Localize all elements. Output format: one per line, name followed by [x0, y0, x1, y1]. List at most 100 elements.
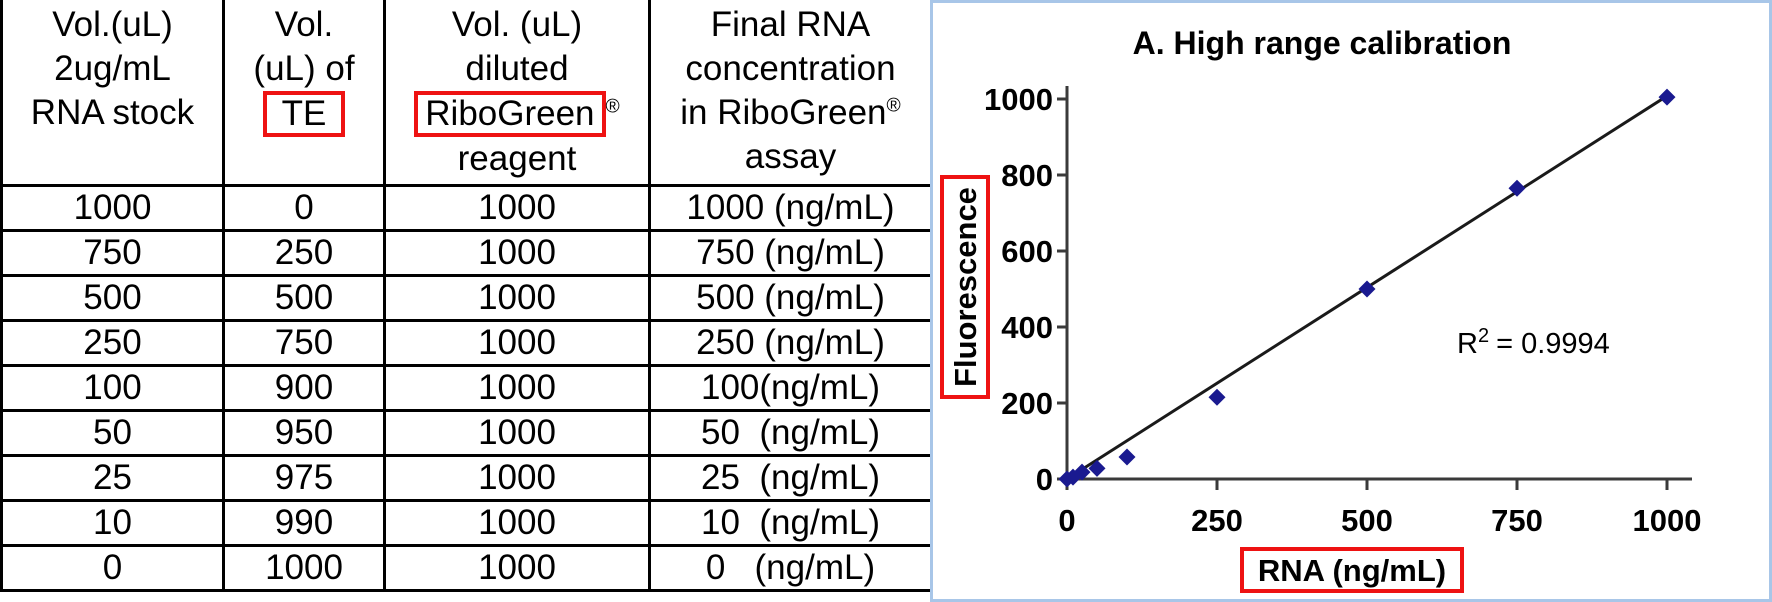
y-tick-label: 1000 [984, 82, 1053, 117]
table-cell: 10 (ng/mL) [648, 499, 933, 547]
x-tick-label: 1000 [1633, 503, 1702, 538]
data-point [1118, 448, 1136, 466]
table-cell: 25 (ng/mL) [648, 454, 933, 502]
header-line: reagent [457, 138, 577, 178]
header-line: RiboGreen® [386, 91, 648, 137]
table-cell: 100(ng/mL) [648, 364, 933, 412]
table-cell: 750 [222, 319, 386, 367]
table-cell: 1000 [222, 544, 386, 592]
header-line: concentration [685, 49, 896, 88]
table-header-row: Vol.(uL) 2ug/mL RNA stock Vol. (uL) of T… [0, 0, 933, 187]
te-highlight-box: TE [262, 91, 346, 137]
header-line: Vol.(uL) [52, 5, 173, 44]
data-point [1508, 179, 1526, 197]
table-cell: 1000 [383, 184, 651, 232]
header-te: Vol. (uL) of TE [222, 0, 386, 187]
table-cell: 1000 (ng/mL) [648, 184, 933, 232]
table-cell: 1000 [383, 544, 651, 592]
header-final-concentration: Final RNA concentration in RiboGreen® as… [648, 0, 933, 187]
x-tick-label: 750 [1491, 503, 1543, 538]
table-cell: 250 [222, 229, 386, 277]
header-line: Final RNA [710, 5, 871, 44]
dilution-table: Vol.(uL) 2ug/mL RNA stock Vol. (uL) of T… [0, 0, 933, 592]
table-cell: 10 [0, 499, 225, 547]
y-axis-label: Fluorescence [948, 187, 983, 387]
header-line: 2ug/mL [54, 49, 171, 88]
x-tick-label: 500 [1341, 503, 1393, 538]
header-line: (uL) of [253, 49, 355, 88]
table-cell: 500 [0, 274, 225, 322]
table-cell: 50 (ng/mL) [648, 409, 933, 457]
table-cell: 500 [222, 274, 386, 322]
rna-highlight-box [1240, 547, 1464, 593]
header-ribogreen-reagent: Vol. (uL) diluted RiboGreen® reagent [383, 0, 651, 187]
table-cell: 1000 [383, 319, 651, 367]
header-line: assay [744, 137, 837, 176]
table-cell: 1000 [0, 184, 225, 232]
registered-mark: ® [886, 95, 901, 117]
y-tick-label: 600 [1001, 234, 1053, 269]
table-cell: 25 [0, 454, 225, 502]
chart-title: A. High range calibration [1133, 25, 1512, 61]
header-line: Vol. (uL) [451, 5, 583, 44]
table-cell: 750 [0, 229, 225, 277]
data-point [1088, 459, 1106, 477]
table-cell: 1000 [383, 274, 651, 322]
table-cell: 900 [222, 364, 386, 412]
table-cell: 975 [222, 454, 386, 502]
y-tick-label: 0 [1036, 462, 1053, 497]
header-rna-stock: Vol.(uL) 2ug/mL RNA stock [0, 0, 225, 187]
table-cell: 100 [0, 364, 225, 412]
table-cell: 500 (ng/mL) [648, 274, 933, 322]
header-line: RNA stock [30, 93, 195, 132]
x-tick-label: 0 [1058, 503, 1075, 538]
table-cell: 250 [0, 319, 225, 367]
table-cell: 0 (ng/mL) [648, 544, 933, 592]
r-squared-annotation: R2= 0.9994 [1457, 325, 1610, 360]
table-cell: 750 (ng/mL) [648, 229, 933, 277]
table-cell: 50 [0, 409, 225, 457]
y-tick-label: 800 [1001, 158, 1053, 193]
data-points-group [1058, 88, 1676, 488]
table-cell: 0 [0, 544, 225, 592]
table-cell: 0 [222, 184, 386, 232]
data-point [1208, 388, 1226, 406]
fluorescence-highlight-box [940, 175, 990, 399]
calibration-chart-panel: A. High range calibration 0 200 400 600 800 1… [930, 0, 1772, 602]
table-cell: 1000 [383, 229, 651, 277]
table-cell: 1000 [383, 454, 651, 502]
y-tick-label: 200 [1001, 386, 1053, 421]
chart-panel-border [930, 0, 1772, 602]
table-cell: 990 [222, 499, 386, 547]
x-axis-label: RNA (ng/mL) [1258, 553, 1446, 588]
header-line: in RiboGreen® [680, 93, 901, 132]
table-cell: 1000 [383, 364, 651, 412]
header-line: TE [225, 91, 383, 137]
data-point [1658, 88, 1676, 106]
header-line: diluted [465, 49, 569, 88]
table-cell: 950 [222, 409, 386, 457]
y-tick-label: 400 [1001, 310, 1053, 345]
table-cell: 1000 [383, 409, 651, 457]
data-point [1073, 463, 1091, 481]
data-point [1358, 280, 1376, 298]
table-cell: 250 (ng/mL) [648, 319, 933, 367]
calibration-chart: A. High range calibration 0 200 400 600 800 1… [930, 0, 1772, 602]
registered-mark: ® [605, 96, 620, 118]
ribogreen-highlight-box: RiboGreen [414, 91, 606, 137]
header-line: Vol. [274, 5, 334, 44]
y-axis-label-group: Fluorescence [948, 187, 983, 387]
table-cell: 1000 [383, 499, 651, 547]
